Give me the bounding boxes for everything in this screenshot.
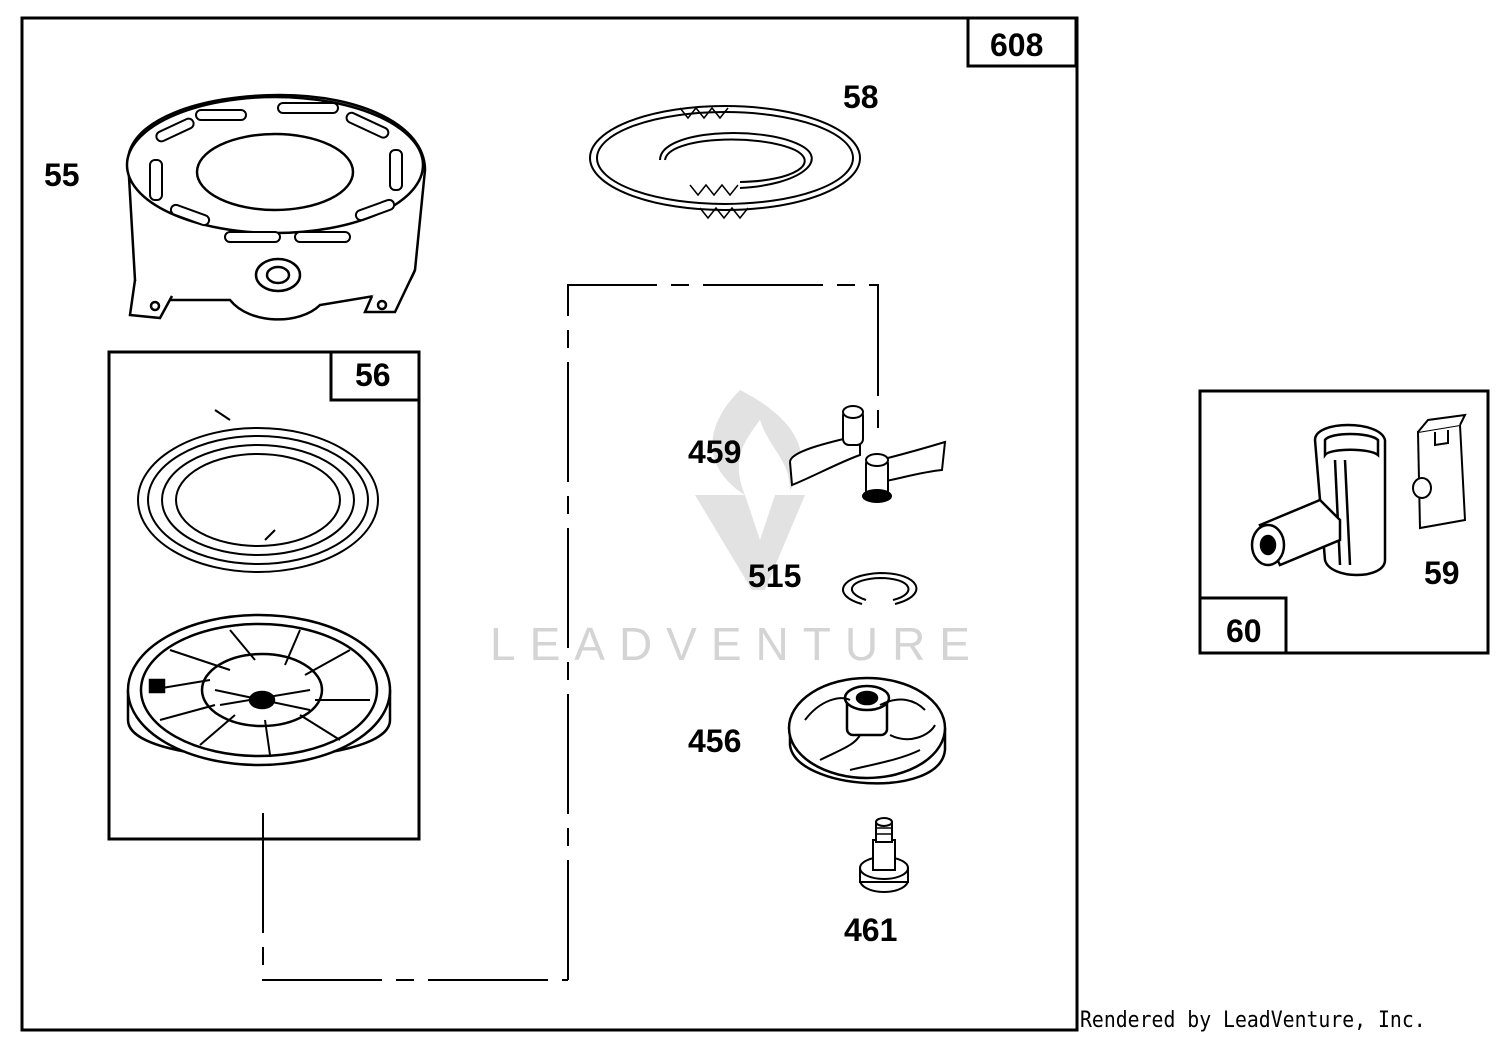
kit-label-608: 608	[990, 27, 1043, 63]
part-label-456: 456	[688, 723, 741, 759]
rope-drawing	[589, 105, 861, 220]
pawl-retainer-drawing	[787, 676, 947, 785]
kit-box-608	[20, 16, 1079, 1032]
insert-drawing	[1412, 413, 1467, 530]
part-label-55: 55	[44, 157, 80, 193]
part-label-461: 461	[844, 912, 897, 948]
part-label-58: 58	[843, 79, 879, 115]
pawls-drawing	[788, 405, 947, 503]
footer-credit: Rendered by LeadVenture, Inc.	[1080, 1008, 1426, 1033]
spring-drawing	[137, 409, 379, 573]
kit-box-60	[1198, 389, 1490, 655]
part-label-59: 59	[1424, 555, 1460, 591]
part-label-515: 515	[748, 558, 801, 594]
housing-drawing	[125, 93, 427, 321]
part-label-459: 459	[688, 434, 741, 470]
pulley-drawing	[126, 613, 392, 767]
screw-drawing	[859, 817, 909, 893]
assembly-connector-lines	[262, 284, 879, 981]
kit-label-60: 60	[1226, 613, 1262, 649]
retainer-ring-drawing	[842, 571, 918, 605]
flame-v-logo-icon	[695, 390, 805, 590]
kit-box-56	[107, 350, 421, 841]
handle-drawing	[1250, 423, 1387, 577]
watermark-text: LEADVENTURE	[490, 618, 984, 670]
kit-label-56: 56	[355, 357, 391, 393]
watermark: LEADVENTURE	[490, 390, 984, 670]
